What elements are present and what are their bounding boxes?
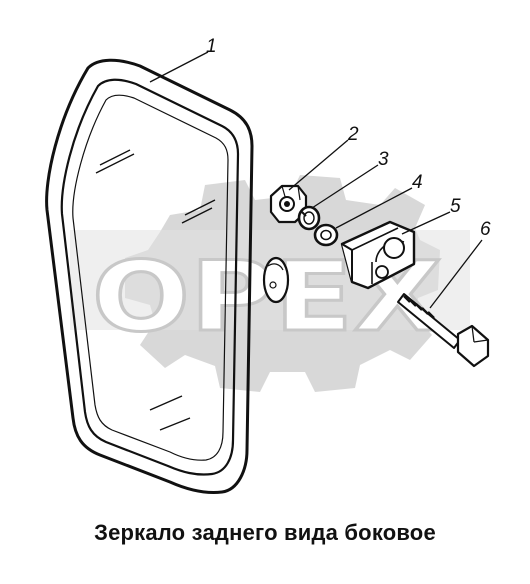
leader-lines [149,51,483,309]
leader-line-4 [335,187,413,229]
callout-3: 3 [378,149,389,170]
leader-line-3 [311,164,379,209]
callout-1: 1 [206,36,217,57]
callout-5: 5 [450,196,461,217]
washer [313,223,339,247]
bracket-clamp [340,220,416,290]
callout-2: 2 [347,124,359,145]
leader-line-1 [149,51,209,83]
mirror-assembly-diagram: OPEX [45,36,491,494]
spring-washer [297,205,321,231]
callout-numbers: 1 2 3 4 5 6 [206,36,491,240]
mirror-body [45,58,290,494]
nut [269,184,308,224]
callout-6: 6 [480,219,491,240]
leader-line-2 [288,139,349,191]
bolt [397,293,490,368]
leader-line-5 [401,211,451,235]
diagram-caption: Зеркало заднего вида боковое [94,520,436,545]
callout-4: 4 [412,172,423,193]
leader-line-6 [429,239,483,309]
